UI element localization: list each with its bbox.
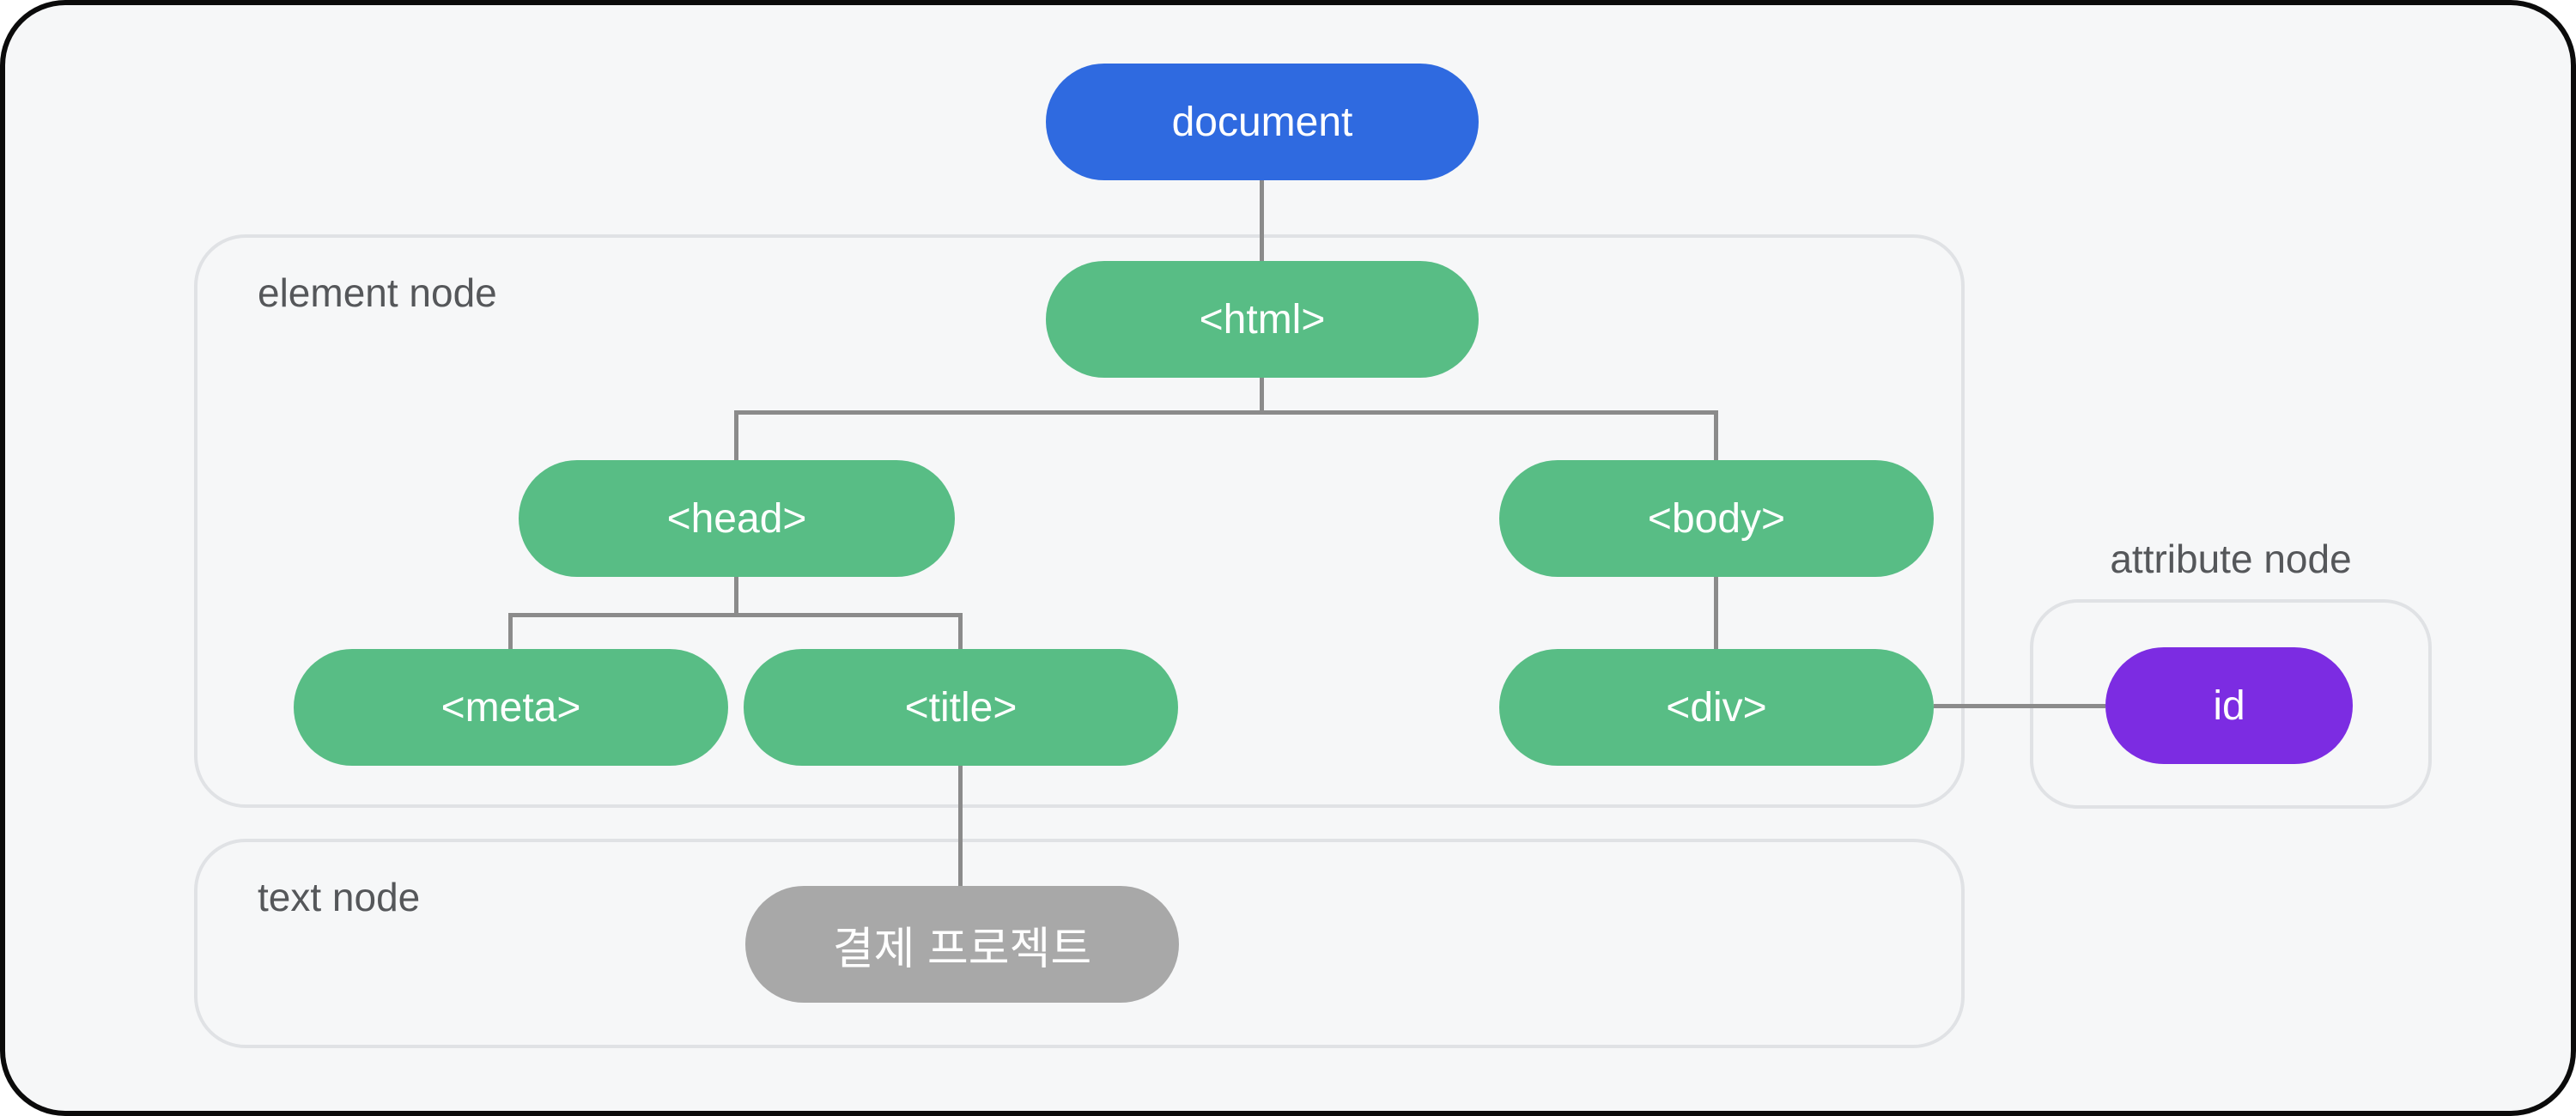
node-div-label: <div> (1666, 684, 1767, 731)
node-document: document (1046, 64, 1479, 180)
edge-branch-head (734, 410, 738, 460)
edge-document-html (1260, 180, 1264, 261)
node-title-label: <title> (904, 684, 1018, 731)
node-id-attribute: id (2105, 647, 2353, 764)
edge-branch-title (958, 613, 963, 649)
edge-head-stem (734, 577, 738, 616)
edge-branch-body (1714, 410, 1718, 460)
node-html-label: <html> (1199, 296, 1326, 343)
edge-html-stem (1260, 378, 1264, 413)
node-text-content: 결제 프로젝트 (745, 886, 1179, 1003)
attribute-node-group-label: attribute node (2110, 537, 2352, 581)
node-meta: <meta> (294, 649, 728, 766)
node-title: <title> (744, 649, 1178, 766)
edge-body-div (1714, 577, 1718, 649)
element-node-group (194, 234, 1965, 808)
node-body: <body> (1499, 460, 1934, 577)
node-div: <div> (1499, 649, 1934, 766)
edge-title-textnode (958, 766, 963, 886)
text-node-group-label: text node (258, 875, 421, 919)
node-head-label: <head> (666, 495, 807, 542)
element-node-group-label: element node (258, 270, 497, 315)
node-id-attribute-label: id (2213, 682, 2245, 729)
node-html: <html> (1046, 261, 1479, 378)
node-document-label: document (1171, 99, 1353, 145)
node-text-content-label: 결제 프로젝트 (832, 924, 1092, 974)
edge-branch-meta (508, 613, 513, 649)
diagram-panel (5, 5, 2571, 1111)
node-head: <head> (519, 460, 955, 577)
node-body-label: <body> (1647, 495, 1786, 542)
edge-head-children-branch (508, 613, 963, 617)
edge-div-id (1934, 704, 2105, 708)
text-node-group (194, 839, 1965, 1048)
edge-html-children-branch (734, 410, 1718, 415)
node-meta-label: <meta> (440, 684, 581, 731)
